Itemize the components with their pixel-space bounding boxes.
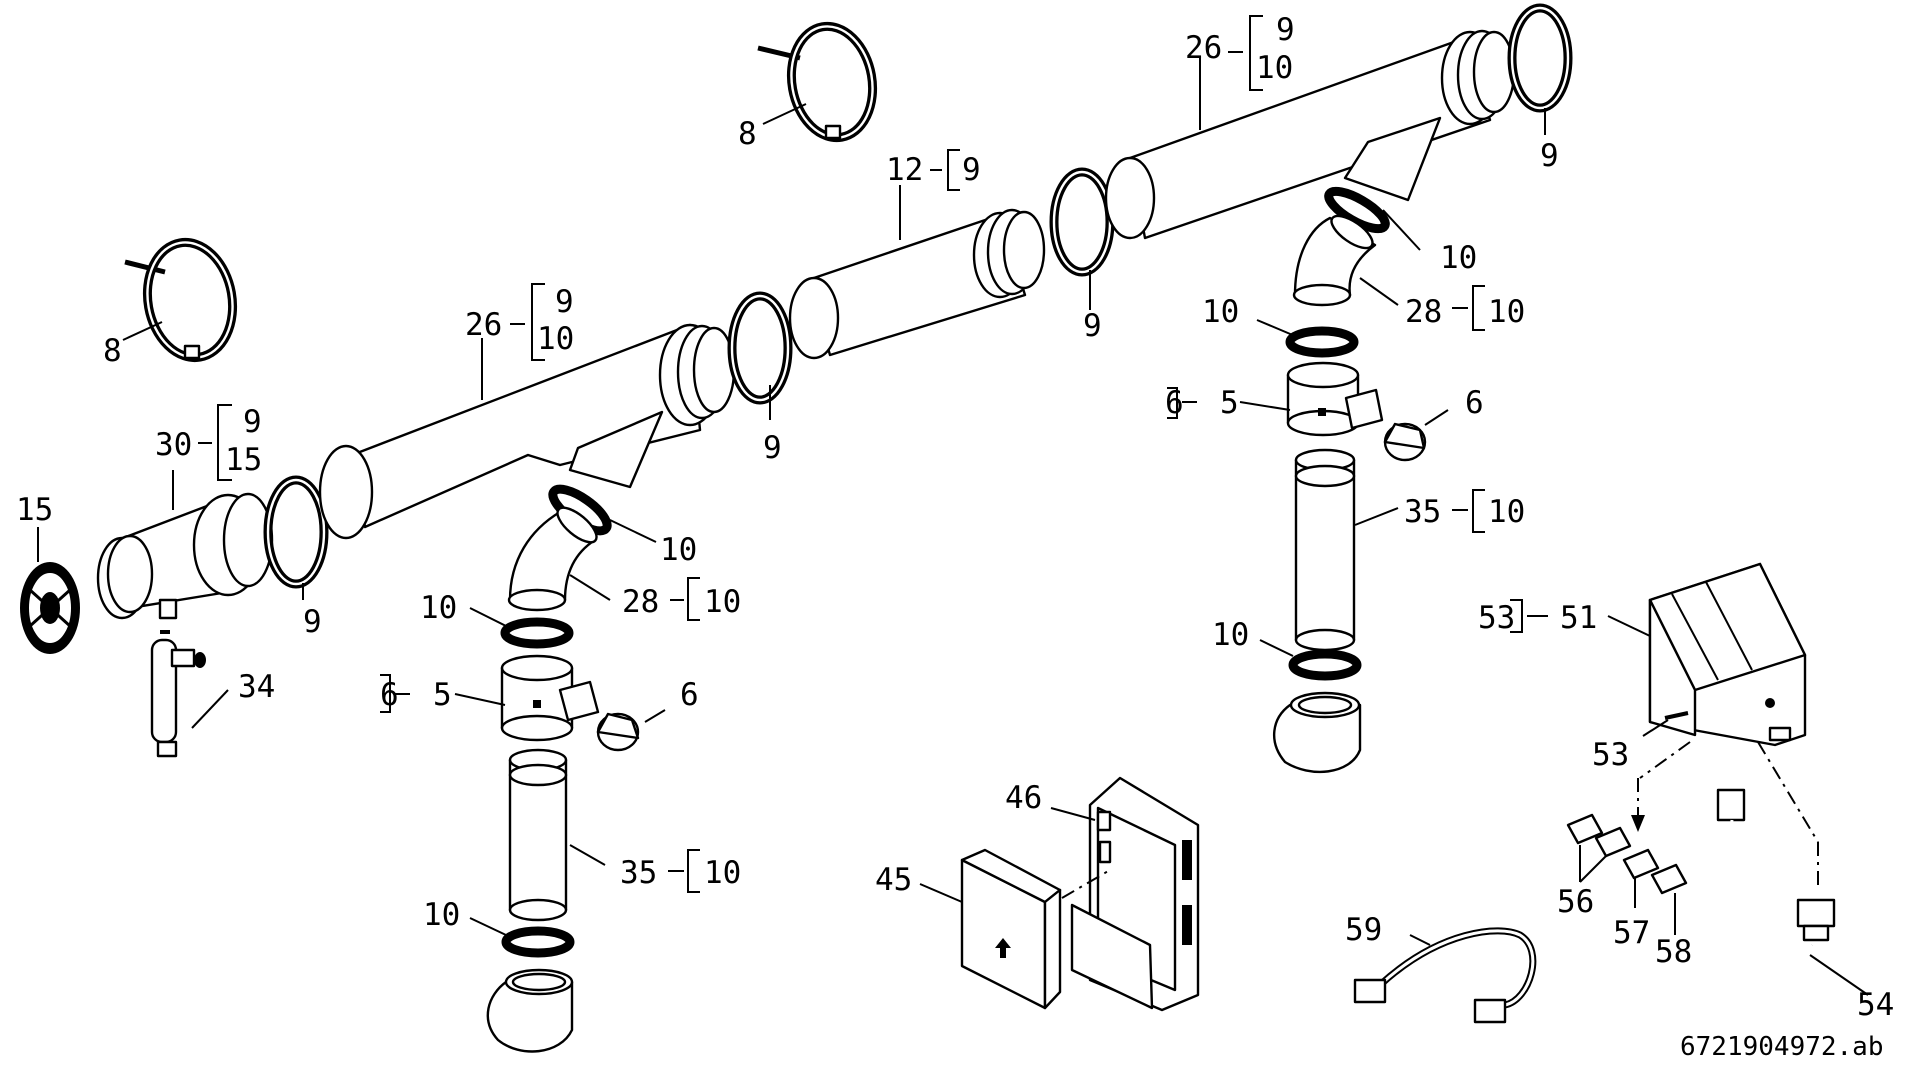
end-cap xyxy=(20,562,80,654)
label-elbow-left-sub: 10 xyxy=(704,584,741,620)
label-plug-right: 6 xyxy=(1465,385,1484,421)
pipe-vertical-left xyxy=(508,748,568,922)
callout-labels: 8 8 26 9 10 26 9 10 12 9 30 9 15 15 9 9 … xyxy=(16,12,1894,1062)
adapter-part xyxy=(96,492,274,620)
label-tee1: 26 xyxy=(465,307,502,343)
label-box-open: 46 xyxy=(1005,780,1042,816)
label-elbow-left: 28 xyxy=(622,584,659,620)
label-cable-right: 54 xyxy=(1857,987,1894,1023)
label-elbow-right: 28 xyxy=(1405,294,1442,330)
label-insp-left-sub: 6 xyxy=(380,677,399,713)
label-module-sub: 53 xyxy=(1478,600,1515,636)
label-pipe-left-sub: 10 xyxy=(704,855,741,891)
label-trap: 34 xyxy=(238,669,275,705)
cable-harness-left xyxy=(1353,927,1537,1024)
label-pipe: 12 xyxy=(886,152,923,188)
label-insp-right: 5 xyxy=(1220,385,1239,421)
label-insp-right-sub: 6 xyxy=(1165,385,1184,421)
screw xyxy=(1664,711,1689,720)
bend-left xyxy=(486,968,574,1053)
condensate-trap xyxy=(150,630,206,758)
label-seal-l3: 10 xyxy=(423,897,460,933)
label-adapter-sub-b: 15 xyxy=(225,442,262,478)
label-adapter-sub-a: 9 xyxy=(243,404,262,440)
straight-pipe xyxy=(788,208,1046,360)
pipe-clamp-left xyxy=(124,237,238,363)
pipe-clamp-top xyxy=(757,21,878,143)
label-connector-58: 58 xyxy=(1655,934,1692,970)
label-connector-56: 56 xyxy=(1557,884,1594,920)
tee-pipe-left xyxy=(318,323,736,540)
label-pipe-left: 35 xyxy=(620,855,657,891)
plug-right xyxy=(1383,422,1427,462)
connector-plug-57 xyxy=(1622,848,1660,880)
label-seal-r1: 10 xyxy=(1440,240,1477,276)
plug-left xyxy=(596,712,640,752)
label-tee2-sub-a: 9 xyxy=(1276,12,1295,48)
label-tee1-sub-b: 10 xyxy=(537,321,574,357)
label-elbow-right-sub: 10 xyxy=(1488,294,1525,330)
label-seal-a: 9 xyxy=(303,604,322,640)
control-module xyxy=(1648,562,1807,747)
junction-box-lid xyxy=(960,848,1062,1010)
connector-plugs-56 xyxy=(1566,813,1632,858)
label-box-lid: 45 xyxy=(875,862,912,898)
label-pipe-right: 35 xyxy=(1404,494,1441,530)
label-module: 51 xyxy=(1560,600,1597,636)
label-connector-57: 57 xyxy=(1613,915,1650,951)
label-insp-left: 5 xyxy=(433,677,452,713)
label-seal-l1: 10 xyxy=(660,532,697,568)
elbow-left xyxy=(507,506,598,612)
label-clamp-left: 8 xyxy=(103,333,122,369)
inspection-piece-right xyxy=(1286,361,1384,437)
label-cable-left: 59 xyxy=(1345,912,1382,948)
cable-harness-right xyxy=(1716,788,1836,992)
label-seal-r2: 10 xyxy=(1202,294,1239,330)
label-pipe-right-sub: 10 xyxy=(1488,494,1525,530)
label-tee1-sub-a: 9 xyxy=(555,284,574,320)
label-plug-left: 6 xyxy=(680,677,699,713)
leader-lines xyxy=(37,15,1869,996)
inspection-piece-left xyxy=(500,654,600,742)
pipe-vertical-right xyxy=(1294,448,1356,652)
label-seal-r3: 10 xyxy=(1212,617,1249,653)
label-tee2: 26 xyxy=(1185,30,1222,66)
junction-box-open xyxy=(1070,776,1200,1012)
label-seal-b: 9 xyxy=(763,430,782,466)
reference-code: 6721904972.ab xyxy=(1680,1032,1884,1062)
label-screw: 53 xyxy=(1592,737,1629,773)
label-pipe-sub: 9 xyxy=(962,152,981,188)
bend-right xyxy=(1272,691,1362,774)
label-adapter: 30 xyxy=(155,427,192,463)
elbow-right xyxy=(1292,214,1377,307)
label-cap: 15 xyxy=(16,492,53,528)
tee-pipe-right xyxy=(1104,29,1516,240)
label-seal-c: 9 xyxy=(1083,308,1102,344)
label-tee2-sub-b: 10 xyxy=(1256,50,1293,86)
connector-plug-58 xyxy=(1650,863,1688,895)
label-seal-d: 9 xyxy=(1540,138,1559,174)
label-clamp-top: 8 xyxy=(738,116,757,152)
label-seal-l2: 10 xyxy=(420,590,457,626)
